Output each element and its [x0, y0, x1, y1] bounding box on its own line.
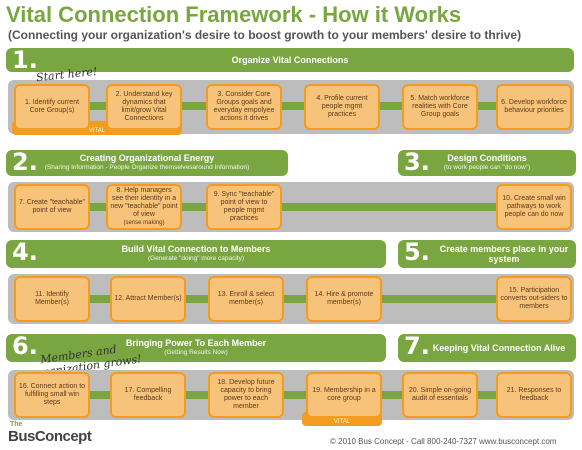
section-4-subtitle: (Generate "doing" more capacity): [147, 255, 245, 262]
step-card-7: 7. Create "teachable" point of view: [14, 184, 90, 230]
logo-prefix: The: [10, 421, 23, 428]
step-19-text: 19. Membership in a core group: [312, 387, 376, 402]
section-5-banner: 5. Create members place in your system: [398, 238, 576, 268]
step-5-text: 5. Match workforce realities with Core G…: [410, 95, 470, 118]
step-card-4: 4. Profile current people mgmt practices: [304, 84, 380, 130]
step-20-text: 20. Simple on-going audit of essentials: [408, 387, 472, 402]
page-subtitle: (Connecting your organization's desire t…: [8, 28, 522, 42]
step-card-17: 17. Compelling feedback: [110, 372, 186, 418]
step-16-text: 16. Connect action to fulfilling small w…: [18, 383, 86, 406]
step-1-text: 1. Identify current Core Group(s): [24, 99, 80, 114]
section-2-number: 2.: [12, 148, 38, 176]
step-card-8: 8. Help managers see their identity in a…: [106, 184, 182, 230]
step-card-10: 10. Create small win pathways to work pe…: [496, 184, 572, 230]
section-1-banner: 1. Organize Vital Connections: [6, 46, 574, 74]
step-6-text: 6. Develop workforce behaviour prioritie…: [501, 99, 567, 114]
step-card-19: 19. Membership in a core group: [306, 372, 382, 418]
step-7-text: 7. Create "teachable" point of view: [18, 199, 86, 214]
step-card-5: 5. Match workforce realities with Core G…: [402, 84, 478, 130]
vital-text-2: VITAL: [333, 419, 351, 425]
step-card-18: 18. Develop future capacity to bring pow…: [208, 372, 284, 418]
row-4-connector: [14, 391, 568, 399]
step-3-text: 3. Consider Core Groups goals and everyd…: [213, 91, 275, 122]
section-4-number: 4.: [12, 238, 38, 266]
step-card-13: 13. Enroll & select member(s): [208, 276, 284, 322]
section-6-number: 6.: [12, 332, 38, 360]
section-3-number: 3.: [404, 148, 430, 176]
section-1-title: Organize Vital Connections: [231, 55, 349, 65]
section-1-number: 1.: [12, 46, 38, 74]
step-card-9: 9. Sync "teachable" point of view to peo…: [206, 184, 282, 230]
section-4-title: Build Vital Connection to Members: [121, 244, 271, 254]
step-18-text: 18. Develop future capacity to bring pow…: [217, 379, 275, 410]
logo: BusConcept: [8, 428, 92, 445]
section-6-title: Bringing Power To Each Member: [125, 338, 267, 348]
step-2-text: 2. Understand key dynamics that limit/gr…: [115, 91, 173, 122]
section-2-title: Creating Organizational Energy: [79, 153, 215, 163]
step-8-extra: (sense making): [123, 220, 165, 226]
row-2-connector: [14, 203, 568, 211]
section-2-banner: 2. Creating Organizational Energy (Shari…: [6, 148, 288, 176]
section-7-title: Keeping Vital Connection Alive: [432, 343, 566, 353]
step-card-6: 6. Develop workforce behaviour prioritie…: [496, 84, 572, 130]
section-5-title: Create members place in your system: [439, 244, 569, 264]
step-9-text: 9. Sync "teachable" point of view to peo…: [213, 191, 275, 222]
step-card-12: 12. Attract Member(s): [110, 276, 186, 322]
vital-text-1: VITAL: [88, 128, 106, 134]
step-card-2: 2. Understand key dynamics that limit/gr…: [106, 84, 182, 130]
section-7-banner: 7. Keeping Vital Connection Alive: [398, 332, 576, 362]
section-5-number: 5.: [404, 238, 430, 266]
step-17-text: 17. Compelling feedback: [124, 387, 172, 402]
step-13-text: 13. Enroll & select member(s): [217, 291, 275, 306]
step-15-text: 15. Participation converts out-siders to…: [500, 287, 568, 310]
section-6-subtitle: (Getting Results Now): [164, 349, 228, 356]
step-card-1: 1. Identify current Core Group(s): [14, 84, 90, 130]
step-10-text: 10. Create small win pathways to work pe…: [502, 195, 566, 218]
step-4-text: 4. Profile current people mgmt practices: [316, 95, 368, 118]
footer-copyright: © 2010 Bus Concept - Call 800-240-7327 w…: [330, 437, 557, 446]
section-3-title: Design Conditions: [447, 153, 527, 163]
step-14-text: 14. Hire & promote member(s): [314, 291, 374, 306]
step-card-11: 11. Identify Member(s): [14, 276, 90, 322]
section-6-banner: 6. Bringing Power To Each Member (Gettin…: [6, 332, 386, 362]
step-21-text: 21. Responses to feedback: [506, 387, 562, 402]
page-title: Vital Connection Framework - How it Work…: [6, 2, 462, 27]
row-1-connector: [14, 102, 568, 110]
step-11-text: 11. Identify Member(s): [35, 291, 69, 306]
section-4-banner: 4. Build Vital Connection to Members (Ge…: [6, 238, 386, 268]
step-card-14: 14. Hire & promote member(s): [306, 276, 382, 322]
step-card-15: 15. Participation converts out-siders to…: [496, 276, 572, 322]
step-card-3: 3. Consider Core Groups goals and everyd…: [206, 84, 282, 130]
row-3-connector: [14, 295, 568, 303]
section-7-number: 7.: [404, 332, 430, 360]
step-card-21: 21. Responses to feedback: [496, 372, 572, 418]
section-3-subtitle: (to work people can "do now"): [443, 164, 531, 171]
step-8-text: 8. Help managers see their identity in a…: [110, 187, 178, 218]
step-card-20: 20. Simple on-going audit of essentials: [402, 372, 478, 418]
step-card-16: 16. Connect action to fulfilling small w…: [14, 372, 90, 418]
section-2-subtitle: (Sharing Information - People Organize t…: [44, 164, 250, 171]
section-3-banner: 3. Design Conditions (to work people can…: [398, 148, 576, 176]
step-12-text: 12. Attract Member(s): [114, 295, 182, 302]
